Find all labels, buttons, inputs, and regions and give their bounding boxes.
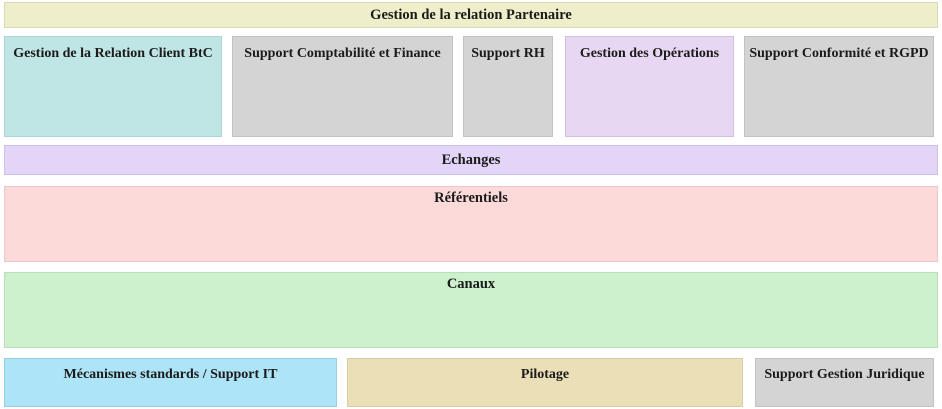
domain-label: Gestion des Opérations	[579, 46, 720, 61]
layer-title: Canaux	[446, 276, 496, 292]
footer-block-pilotage[interactable]: Pilotage	[347, 358, 743, 407]
footer-label: Pilotage	[520, 367, 570, 382]
domain-block-support-rh[interactable]: Support RH	[463, 36, 553, 137]
domain-label: Support RH	[471, 46, 545, 61]
domain-block-support-comptabilite-finance[interactable]: Support Comptabilité et Finance	[232, 36, 453, 137]
domain-label: Support Comptabilité et Finance	[244, 46, 441, 61]
layer-title: Echanges	[441, 152, 501, 168]
footer-label: Support Gestion Juridique	[764, 367, 925, 382]
layer-band-echanges[interactable]: Echanges	[4, 145, 938, 175]
domain-block-support-conformite-rgpd[interactable]: Support Conformité et RGPD	[744, 36, 934, 137]
footer-block-support-gestion-juridique[interactable]: Support Gestion Juridique	[755, 358, 934, 407]
domain-label: Support Conformité et RGPD	[749, 46, 929, 61]
footer-block-mecanismes-standards-support-it[interactable]: Mécanismes standards / Support IT	[4, 358, 337, 407]
footer-label: Mécanismes standards / Support IT	[63, 367, 278, 382]
domain-block-relation-client-btc[interactable]: Gestion de la Relation Client BtC	[4, 36, 222, 137]
layer-band-referentiels[interactable]: Référentiels Gestion des tarifs de vente…	[4, 186, 938, 262]
layer-title: Référentiels	[434, 190, 508, 206]
domain-label: Gestion de la Relation Client BtC	[13, 46, 213, 61]
header-title: Gestion de la relation Partenaire	[370, 7, 572, 23]
layer-band-canaux[interactable]: Canaux Accès Calculette Aides Sociales (…	[4, 272, 938, 348]
header-band[interactable]: Gestion de la relation Partenaire	[4, 2, 938, 28]
domain-block-gestion-des-operations[interactable]: Gestion des Opérations Accompagnement au…	[565, 36, 734, 137]
